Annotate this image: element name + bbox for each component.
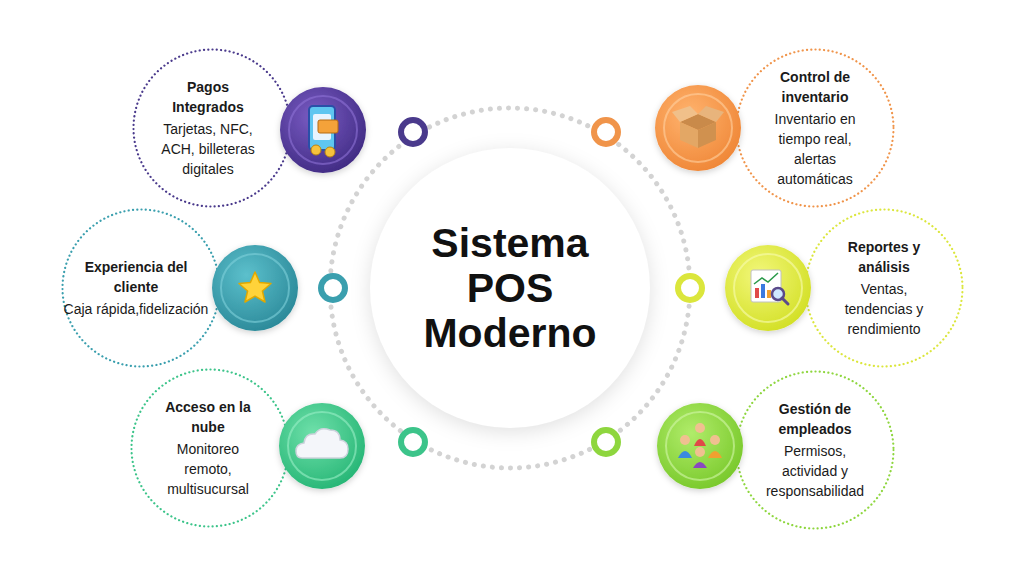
feature-description: Inventario en tiempo real, alertas autom… [760, 109, 870, 189]
ring-marker [401, 430, 425, 454]
center-circle: Sistema POS Moderno [370, 148, 650, 428]
feature-description: Tarjetas, NFC, ACH, billeteras digitales [151, 119, 265, 179]
ring-marker [594, 430, 618, 454]
text-group: Control de inventarioInventario en tiemp… [760, 48, 870, 208]
feature-circle: Reportes y análisisVentas, tendencias y … [804, 208, 964, 368]
ring-marker [678, 276, 702, 300]
circle-shape [370, 148, 650, 428]
chart-icon [725, 245, 811, 331]
circle-shape [806, 210, 963, 367]
circle-shape [132, 370, 289, 527]
text-group: Reportes y análisisVentas, tendencias y … [828, 208, 940, 368]
text-group: Pagos IntegradosTarjetas, NFC, ACH, bill… [151, 48, 265, 208]
ring-marker [594, 120, 618, 144]
feature-heading: Experiencia del cliente [63, 257, 209, 297]
center-title: Sistema POS Moderno [385, 221, 635, 356]
team-icon [657, 403, 743, 489]
feature-description: Monitoreo remoto, multisucursal [152, 439, 264, 499]
feature-circle: Pagos IntegradosTarjetas, NFC, ACH, bill… [132, 48, 292, 208]
feature-heading: Reportes y análisis [828, 237, 940, 277]
box-icon [655, 85, 741, 171]
payment-icon [280, 87, 366, 173]
feature-heading: Gestión de empleados [755, 399, 875, 439]
circle-shape [737, 50, 894, 207]
feature-heading: Acceso en la nube [152, 397, 264, 437]
text-group: Acceso en la nubeMonitoreo remoto, multi… [152, 368, 264, 528]
text-group: Sistema POS Moderno [385, 148, 635, 428]
feature-description: Ventas, tendencias y rendimiento [828, 279, 940, 339]
feature-description: Permisos, actividad y responsabilidad [755, 441, 875, 501]
circle-shape [63, 210, 220, 367]
ring-marker [401, 120, 425, 144]
ring-marker [321, 276, 345, 300]
feature-circle: Acceso en la nubeMonitoreo remoto, multi… [130, 368, 290, 528]
feature-heading: Control de inventario [760, 67, 870, 107]
feature-description: Caja rápida,fidelización [64, 299, 209, 319]
dotted-ring [330, 108, 690, 468]
feature-heading: Pagos Integrados [151, 77, 265, 117]
text-group: Gestión de empleadosPermisos, actividad … [755, 370, 875, 530]
circle-shape [134, 50, 291, 207]
feature-circle: Control de inventarioInventario en tiemp… [735, 48, 895, 208]
feature-circle: Gestión de empleadosPermisos, actividad … [735, 370, 895, 530]
circle-shape [737, 372, 894, 529]
text-group: Experiencia del clienteCaja rápida,fidel… [63, 208, 209, 368]
feature-circle: Experiencia del clienteCaja rápida,fidel… [61, 208, 221, 368]
cloud-icon [279, 403, 365, 489]
star-icon [212, 245, 298, 331]
